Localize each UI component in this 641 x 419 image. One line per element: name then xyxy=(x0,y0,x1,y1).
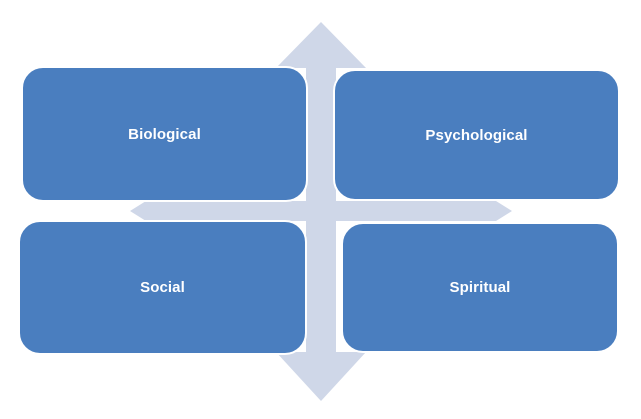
quadrant-label-psychological: Psychological xyxy=(425,126,528,144)
quadrant-label-spiritual: Spiritual xyxy=(449,279,511,296)
quadrant-label-biological: Biological xyxy=(128,125,201,143)
quadrant-label-social: Social xyxy=(140,279,185,296)
quadrant-biological: Biological xyxy=(21,66,308,202)
quadrant-social: Social xyxy=(18,220,307,355)
horizontal-arrow xyxy=(130,201,512,221)
quadrant-psychological: Psychological xyxy=(333,69,620,201)
quadrant-spiritual: Spiritual xyxy=(341,222,619,353)
